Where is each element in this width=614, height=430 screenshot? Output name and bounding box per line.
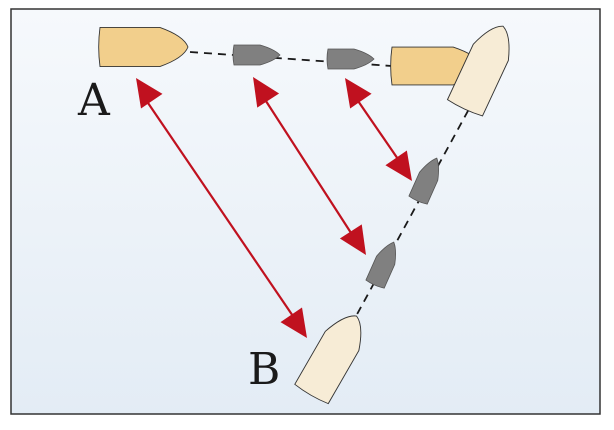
diagram-frame	[10, 8, 601, 415]
label-b: B	[248, 344, 280, 395]
arrows	[136, 77, 412, 338]
range-arrow-1	[136, 78, 307, 338]
label-a: A	[77, 75, 111, 126]
range-arrow-3	[345, 78, 412, 181]
range-arrow-2	[253, 77, 366, 255]
